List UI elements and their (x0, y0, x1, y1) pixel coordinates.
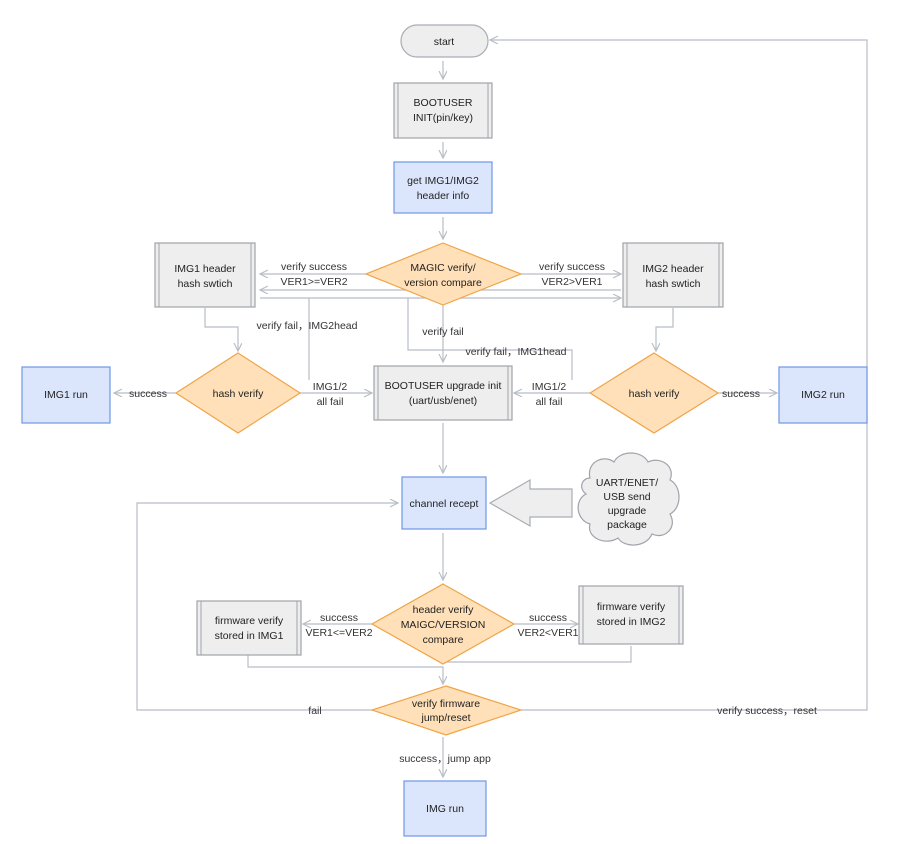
label-hv-success-right-1: success (529, 612, 567, 624)
send-package-line4: package (607, 519, 647, 531)
edge-labels: verify success VER1>=VER2 verify success… (129, 261, 817, 765)
img1-hash-switch-line1: IMG1 header (174, 263, 236, 275)
big-arrow (488, 478, 573, 528)
get-header-node (393, 161, 493, 214)
start-label: start (434, 36, 455, 48)
label-verify-success-reset: verify success，reset (717, 705, 817, 717)
verify-firmware-line1: verify firmware (412, 698, 480, 710)
fw-store-img2-line2: stored in IMG2 (597, 616, 666, 628)
img2-hash-switch-line1: IMG2 header (642, 263, 704, 275)
header-verify-line3: compare (423, 634, 464, 646)
label-fail: fail (308, 705, 321, 717)
label-all-fail-right-2: all fail (536, 396, 563, 408)
label-verify-fail-img2head: verify fail，IMG2head (257, 320, 358, 332)
edge-fw1-to-verify-firmware (247, 655, 443, 684)
label-verify-fail-img1head: verify fail，IMG1head (466, 346, 567, 358)
magic-verify-decision (364, 242, 523, 306)
edge-fw2-to-verify-firmware (443, 646, 632, 663)
send-package-line3: upgrade (608, 505, 647, 517)
magic-verify-line1: MAGIC verify/ (410, 262, 475, 274)
img1-hash-switch-node (154, 242, 256, 308)
get-header-line1: get IMG1/IMG2 (407, 175, 479, 187)
img2-run-label: IMG2 run (801, 389, 845, 401)
img-run-label: IMG run (426, 803, 464, 815)
label-verify-success-right-2: VER2>VER1 (542, 276, 603, 288)
upgrade-init-node (373, 365, 513, 421)
fw-store-img1-node (196, 600, 302, 656)
img2-hash-verify-label: hash verify (629, 388, 681, 400)
bootuser-init-line1: BOOTUSER (414, 97, 473, 109)
header-verify-decision (370, 583, 516, 665)
channel-recept-label: channel recept (410, 498, 479, 510)
upgrade-init-line2: (uart/usb/enet) (409, 395, 477, 407)
fw-store-img2-node (578, 585, 684, 645)
img1-run-node (21, 366, 111, 424)
edge-verify-firmware-fail (136, 503, 398, 711)
magic-verify-line2: version compare (404, 277, 482, 289)
send-package-cloud (577, 452, 680, 546)
edge-img1-switch-to-verify (204, 308, 238, 351)
label-all-fail-left-2: all fail (317, 396, 344, 408)
upgrade-init-line1: BOOTUSER upgrade init (385, 380, 502, 392)
fw-store-img2-line1: firmware verify (597, 601, 666, 613)
label-verify-fail: verify fail (422, 326, 463, 338)
label-verify-success-right-1: verify success (539, 261, 605, 273)
channel-recept-node (401, 476, 487, 530)
label-hv-success-left-2: VER1<=VER2 (305, 627, 372, 639)
img-run-node (403, 780, 487, 837)
label-verify-success-left-1: verify success (281, 261, 347, 273)
header-verify-line2: MAIGC/VERSION (401, 619, 486, 631)
header-verify-line1: header verify (413, 604, 474, 616)
label-all-fail-right-1: IMG1/2 (532, 381, 567, 393)
img2-hash-verify-decision (588, 352, 720, 434)
img1-hash-verify-decision (174, 352, 302, 434)
img2-hash-switch-line2: hash swtich (646, 278, 701, 290)
img1-run-label: IMG1 run (44, 389, 88, 401)
bootuser-init-line2: INIT(pin/key) (413, 112, 473, 124)
label-success-jump-app: success，jump app (399, 753, 491, 765)
label-img1-success: success (129, 388, 167, 400)
label-img2-success: success (722, 388, 760, 400)
edges (114, 40, 868, 777)
send-package-line2: USB send (603, 491, 650, 503)
fw-store-img1-line1: firmware verify (215, 615, 284, 627)
bootuser-init-node (393, 82, 493, 139)
nodes: start BOOTUSER INIT(pin/key) get IMG1/IM… (21, 24, 868, 837)
edge-img2-switch-to-verify (656, 308, 674, 351)
verify-firmware-decision (370, 685, 523, 736)
fw-store-img1-line2: stored in IMG1 (215, 630, 284, 642)
send-package-line1: UART/ENET/ (596, 477, 658, 489)
verify-firmware-line2: jump/reset (420, 712, 470, 724)
edge-verify-fail-img1head (407, 298, 573, 380)
get-header-line2: header info (417, 190, 470, 202)
img1-hash-verify-label: hash verify (213, 388, 265, 400)
label-all-fail-left-1: IMG1/2 (313, 381, 348, 393)
img2-hash-switch-node (622, 242, 724, 308)
label-hv-success-left-1: success (320, 612, 358, 624)
label-hv-success-right-2: VER2<VER1 (518, 627, 579, 639)
start-node (400, 24, 489, 58)
img1-hash-switch-line2: hash swtich (178, 278, 233, 290)
img2-run-node (778, 366, 868, 424)
label-verify-success-left-2: VER1>=VER2 (280, 276, 347, 288)
